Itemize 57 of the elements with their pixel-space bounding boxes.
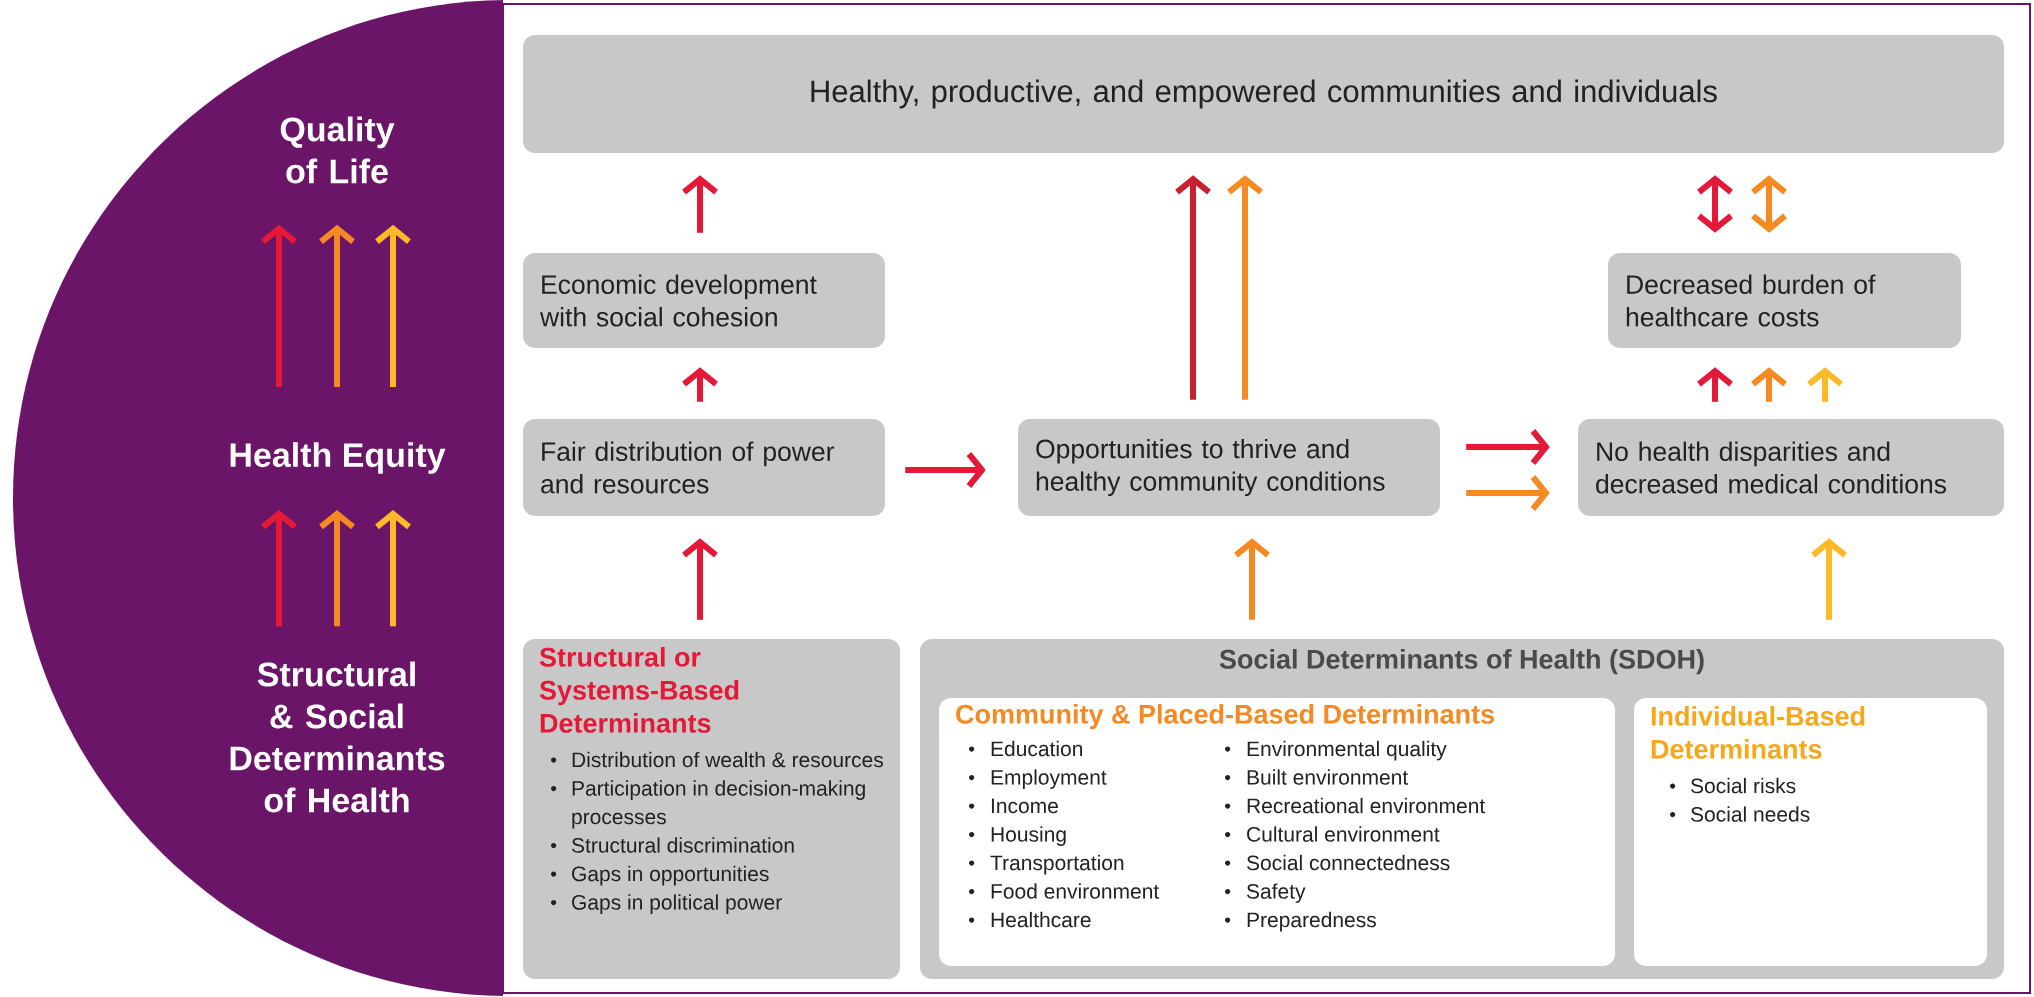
level-label: Quality of Life — [280, 116, 395, 184]
list-box — [939, 698, 1615, 966]
arrow — [1234, 538, 1270, 620]
bullet-item: Food environment — [969, 883, 1160, 899]
level-label: Structural & Social Determinants of Health — [230, 661, 445, 813]
heading: Structural or Systems-Based Determinants — [539, 647, 739, 733]
bullet-item: Employment — [969, 769, 1107, 789]
process-box — [1578, 419, 2004, 516]
bullet-item: Structural discrimination — [551, 837, 794, 853]
arrow — [319, 510, 355, 627]
bullet-item: Social needs — [1670, 806, 1810, 822]
heading: Community & Placed-Based Determinants — [956, 704, 1494, 730]
bullet-item: Recreational environment — [1225, 797, 1486, 814]
arrow — [319, 224, 355, 387]
arrow — [905, 452, 986, 488]
process-box — [1018, 419, 1440, 516]
bullet-item: Built environment — [1225, 769, 1409, 785]
bullet-item: Gaps in political power — [551, 894, 782, 914]
process-box — [523, 253, 885, 348]
arrow — [1811, 538, 1847, 620]
list-box — [523, 639, 900, 979]
box-text: Opportunities to thrive and healthy community conditions — [1036, 438, 1385, 497]
bullet-item: Housing — [969, 826, 1066, 846]
bullet-item: Environmental quality — [1225, 740, 1447, 761]
process-box — [523, 419, 885, 516]
bullet-item: Transportation — [969, 854, 1124, 875]
bullet-item: Income — [969, 798, 1058, 814]
box-text: Healthy, productive, and empowered communities and individuals — [811, 79, 1717, 109]
bullet-item: Distribution of wealth & resources — [551, 751, 883, 768]
process-box — [523, 35, 2004, 153]
heading: Individual-Based Determinants — [1651, 706, 1865, 759]
arrow — [1175, 175, 1211, 400]
arrow — [375, 510, 411, 627]
arrow — [261, 510, 297, 627]
arrow — [1466, 475, 1550, 511]
bullet-item: Preparedness — [1225, 911, 1376, 932]
box-text: Economic development with social cohesion — [540, 274, 817, 327]
box-text: Fair distribution of power and resources — [541, 441, 835, 494]
bullet-item: Education — [969, 740, 1083, 757]
process-box — [1608, 253, 1961, 348]
bullet-item: Social connectedness — [1225, 854, 1450, 871]
arrow — [1227, 175, 1263, 400]
arrow — [1466, 429, 1550, 465]
arrow — [682, 538, 718, 620]
level-label: Health Equity — [230, 442, 446, 474]
bullet-item: Healthcare — [969, 911, 1091, 928]
arrow — [375, 224, 411, 387]
bullet-item: Social risks — [1670, 777, 1796, 794]
list-box — [1634, 698, 1987, 966]
bullet-item: Safety — [1225, 883, 1306, 903]
heading: Social Determinants of Health (SDOH) — [1219, 649, 1704, 675]
bullet-item: Cultural environment — [1225, 826, 1440, 842]
arrow — [261, 224, 297, 387]
box-text: No health disparities and decreased medical conditions — [1596, 441, 1947, 494]
bullet-item: Gaps in opportunities — [551, 865, 769, 886]
box-text: Decreased burden of healthcare costs — [1626, 274, 1876, 327]
bullet-item: Participation in decision-making processes — [551, 780, 865, 829]
